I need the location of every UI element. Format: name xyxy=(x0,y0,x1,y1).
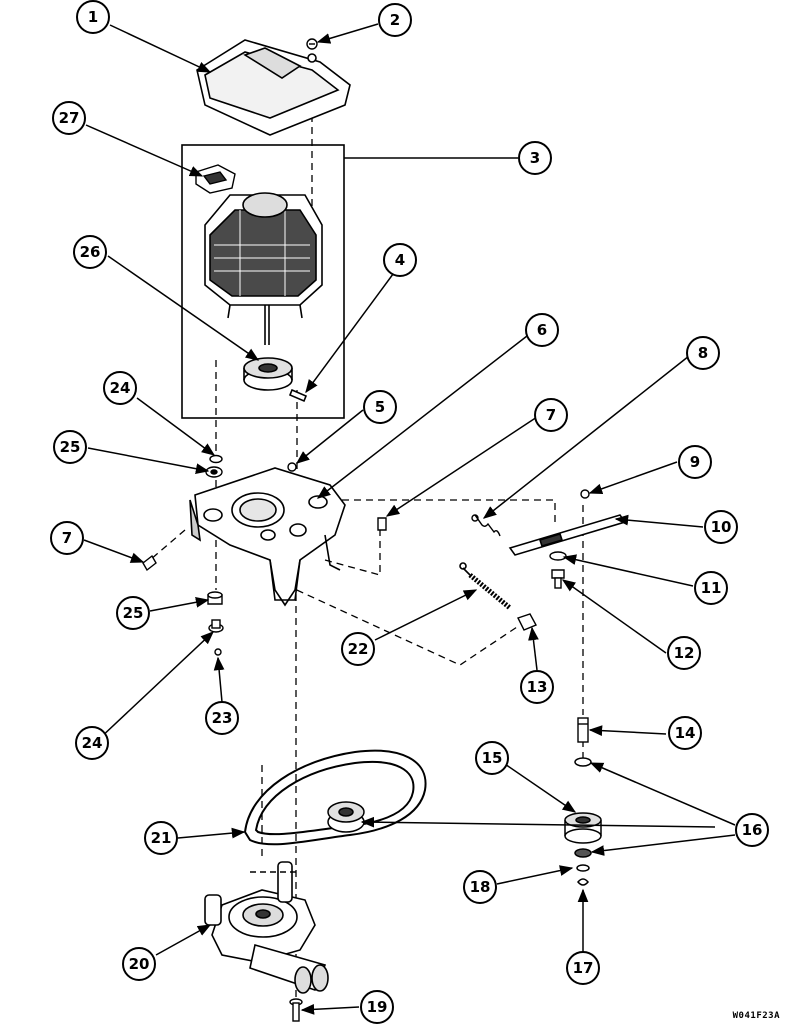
callout-label: 26 xyxy=(80,243,101,261)
callout-label: 13 xyxy=(527,678,548,696)
callout-24-lower: 24 xyxy=(75,726,109,760)
callout-label: 11 xyxy=(701,579,722,597)
callout-25-lower: 25 xyxy=(116,596,150,630)
callout-7-left: 7 xyxy=(50,521,84,555)
motor-cover xyxy=(196,39,351,136)
motor-pulley xyxy=(243,357,293,391)
callout-label: 5 xyxy=(375,398,385,416)
callout-14: 14 xyxy=(668,716,702,750)
callout-22: 22 xyxy=(341,632,375,666)
belt-pulley xyxy=(327,801,365,833)
callout-label: 25 xyxy=(60,438,81,456)
callout-label: 3 xyxy=(530,149,540,167)
callout-3: 3 xyxy=(518,141,552,175)
motor xyxy=(204,192,323,345)
screw-2 xyxy=(306,38,318,50)
callout-25-upper: 25 xyxy=(53,430,87,464)
callout-label: 24 xyxy=(82,734,103,752)
callout-label: 6 xyxy=(537,321,547,339)
callout-9: 9 xyxy=(678,445,712,479)
callout-label: 1 xyxy=(88,8,98,26)
callout-label: 22 xyxy=(348,640,369,658)
callout-label: 2 xyxy=(390,11,400,29)
callout-6: 6 xyxy=(525,313,559,347)
callout-26: 26 xyxy=(73,235,107,269)
spring-clip xyxy=(517,613,537,631)
callout-11: 11 xyxy=(694,571,728,605)
small-screws xyxy=(142,462,590,572)
callout-12: 12 xyxy=(667,636,701,670)
motor-assembly-box xyxy=(181,144,518,419)
callout-label: 17 xyxy=(573,959,594,977)
grommet-upper xyxy=(205,454,223,478)
callout-21: 21 xyxy=(144,821,178,855)
callout-label: 19 xyxy=(367,998,388,1016)
motor-mount-bracket xyxy=(189,467,346,607)
callout-label: 21 xyxy=(151,829,172,847)
callout-label: 23 xyxy=(212,709,233,727)
callout-label: 14 xyxy=(675,724,696,742)
callout-1: 1 xyxy=(76,0,110,34)
idler-pulley-stack xyxy=(564,757,602,886)
callout-label: 7 xyxy=(62,529,72,547)
callout-label: 16 xyxy=(742,821,763,839)
spring-22 xyxy=(459,562,512,610)
callout-8: 8 xyxy=(686,336,720,370)
callout-2: 2 xyxy=(378,3,412,37)
leader-lines xyxy=(83,23,736,1015)
callout-label: 20 xyxy=(129,955,150,973)
callout-13: 13 xyxy=(520,670,554,704)
callout-27: 27 xyxy=(52,101,86,135)
callout-15: 15 xyxy=(475,741,509,775)
callout-label: 24 xyxy=(110,379,131,397)
callout-label: 25 xyxy=(123,604,144,622)
callout-label: 10 xyxy=(711,518,732,536)
shaft-key xyxy=(288,388,308,403)
callout-24-upper: 24 xyxy=(103,371,137,405)
drive-belt xyxy=(243,749,427,846)
drain-pump xyxy=(204,861,329,994)
callout-label: 8 xyxy=(698,344,708,362)
callout-label: 7 xyxy=(546,406,556,424)
callout-label: 27 xyxy=(59,109,80,127)
callout-5: 5 xyxy=(363,390,397,424)
callout-label: 18 xyxy=(470,878,491,896)
callout-label: 15 xyxy=(482,749,503,767)
callout-23: 23 xyxy=(205,701,239,735)
callout-4: 4 xyxy=(383,243,417,277)
pump-screw xyxy=(289,998,303,1022)
spring-8 xyxy=(471,514,501,537)
callout-16: 16 xyxy=(735,813,769,847)
callout-18: 18 xyxy=(463,870,497,904)
drawing-reference-code: W041F23A xyxy=(732,1011,780,1021)
callout-7-right: 7 xyxy=(534,398,568,432)
callout-label: 12 xyxy=(674,644,695,662)
callout-label: 9 xyxy=(690,453,700,471)
callout-10: 10 xyxy=(704,510,738,544)
capacitor-clip xyxy=(195,164,236,194)
callout-17: 17 xyxy=(566,951,600,985)
callout-19: 19 xyxy=(360,990,394,1024)
idler-shaft xyxy=(577,717,589,743)
callout-label: 4 xyxy=(395,251,405,269)
callout-20: 20 xyxy=(122,947,156,981)
